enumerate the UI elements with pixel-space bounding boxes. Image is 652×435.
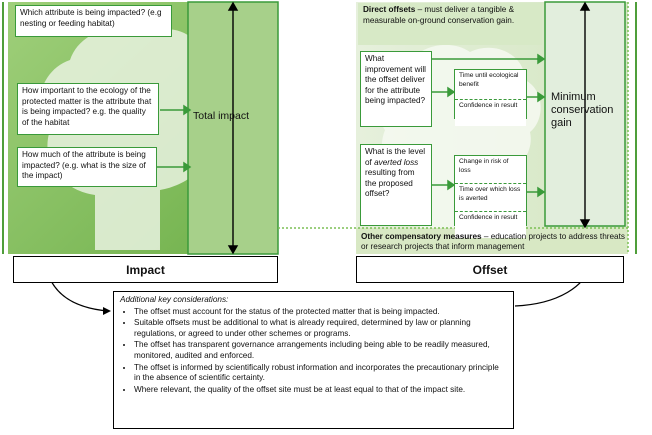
time-until-benefit: Time until ecological benefit — [455, 70, 526, 100]
considerations-list: The offset must account for the status o… — [120, 307, 507, 396]
impact-question-importance: How important to the ecology of the prot… — [17, 83, 159, 135]
direct-offsets-box: Direct offsets – must deliver a tangible… — [358, 3, 542, 45]
considerations-title: Additional key considerations: — [120, 295, 229, 304]
other-compensatory-measures: Other compensatory measures – education … — [361, 232, 625, 251]
impact-label: Impact — [13, 256, 278, 283]
improvement-question: What improvement will the offset deliver… — [360, 51, 432, 127]
averted-loss-question: What is the level of averted loss result… — [360, 144, 432, 226]
consideration-item: The offset has transparent governance ar… — [134, 340, 507, 361]
confidence-result-2: Confidence in result — [455, 212, 526, 238]
averted-loss-factors: Change in risk of loss Time over which l… — [454, 155, 527, 238]
impact-question-attribute: Which attribute is being impacted? (e.g … — [15, 5, 172, 37]
consideration-item: Where relevant, the quality of the offse… — [134, 385, 507, 396]
time-loss-averted: Time over which loss is averted — [455, 184, 526, 212]
minimum-gain-label: Minimum conservation gain — [551, 91, 614, 129]
improvement-factors: Time until ecological benefit Confidence… — [454, 69, 527, 126]
offset-label: Offset — [356, 256, 624, 283]
confidence-result-1: Confidence in result — [455, 100, 526, 126]
additional-considerations-box: Additional key considerations: The offse… — [113, 291, 514, 429]
change-in-risk: Change in risk of loss — [455, 156, 526, 184]
total-impact-label: Total impact — [193, 110, 250, 122]
consideration-item: The offset is informed by scientifically… — [134, 363, 507, 384]
consideration-item: The offset must account for the status o… — [134, 307, 507, 318]
impact-question-size: How much of the attribute is being impac… — [17, 147, 157, 187]
consideration-item: Suitable offsets must be additional to w… — [134, 318, 507, 339]
